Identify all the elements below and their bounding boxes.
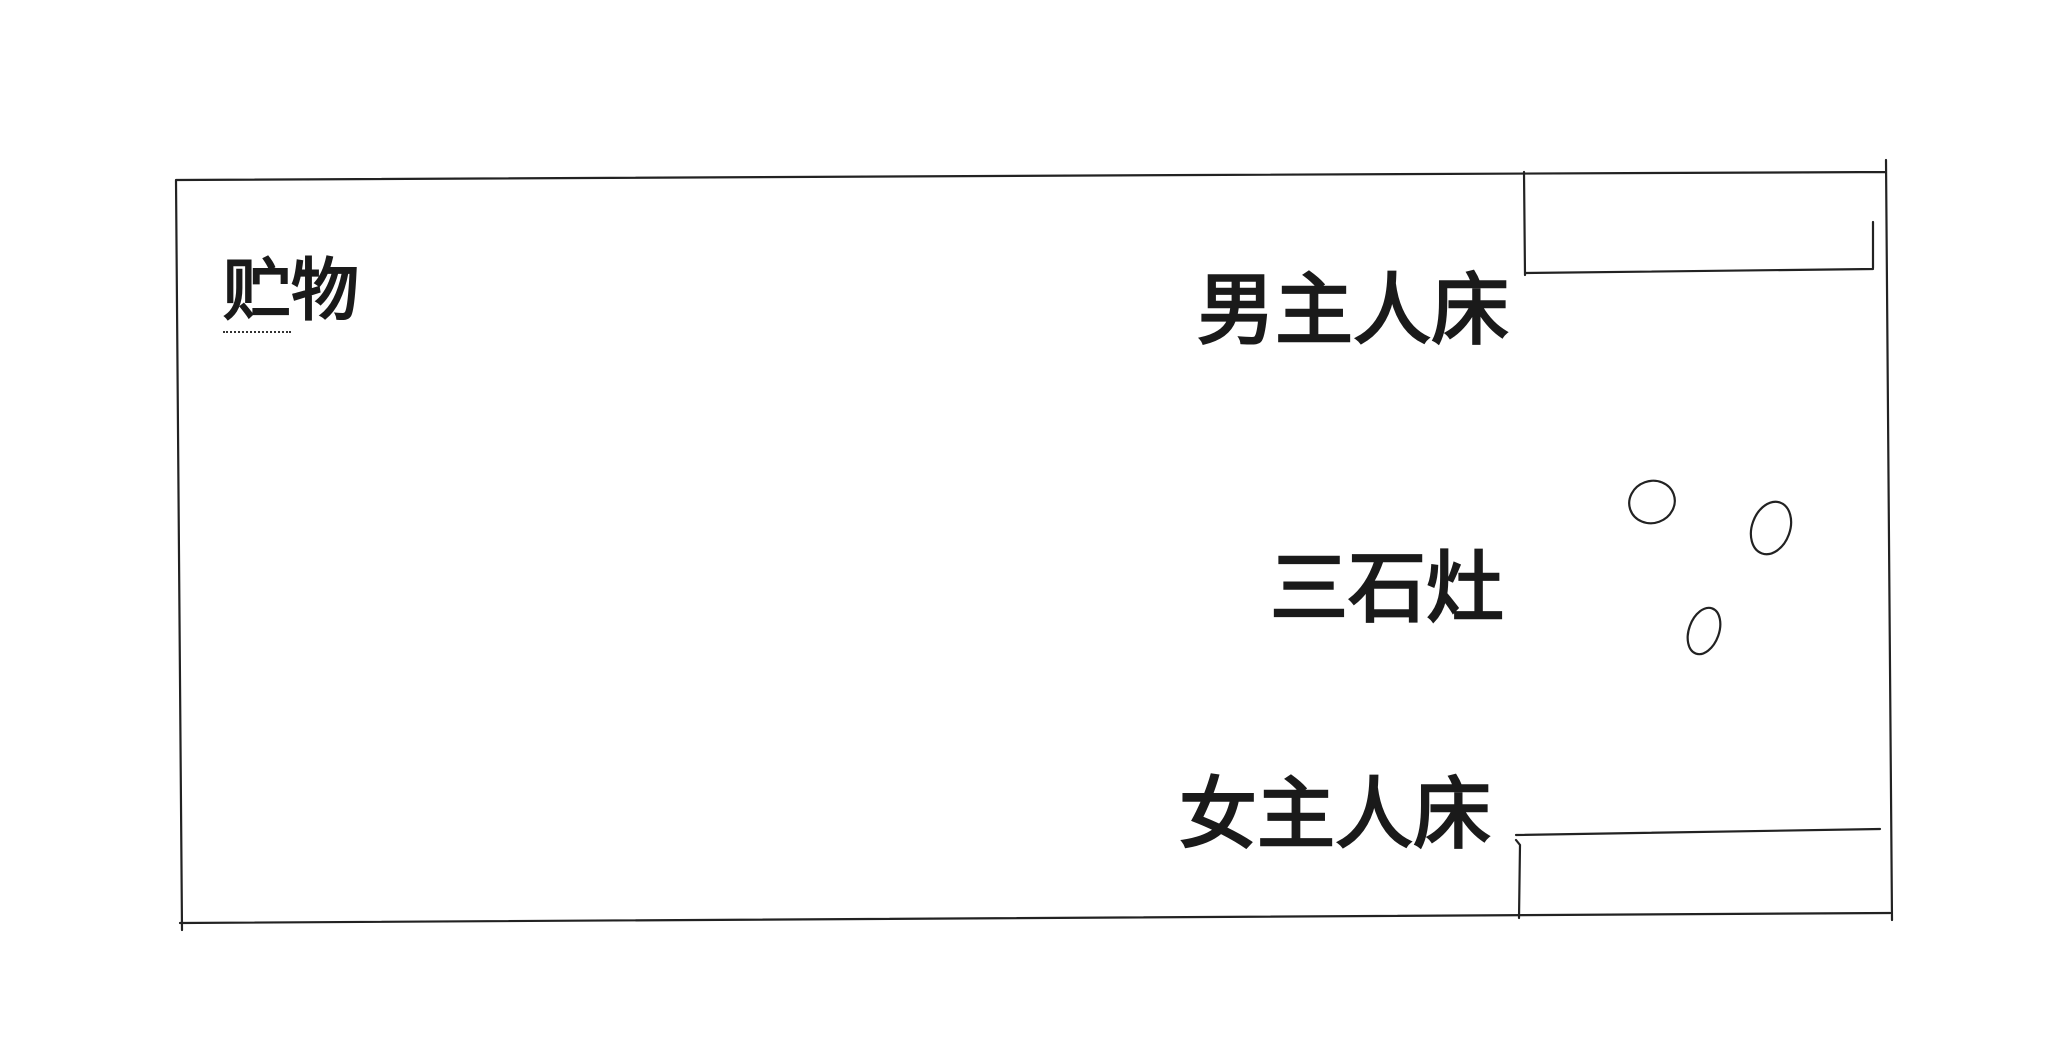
female-bed-label: 女主人床 [1179,770,1492,860]
male-bed-label: 男主人床 [1197,266,1510,356]
female-bed-outline [1514,827,1882,920]
storage-label-char-2: 物 [291,252,360,331]
storage-label: 贮物 [223,252,359,333]
stove-label: 三石灶 [1270,544,1505,634]
stone-1 [1628,479,1676,525]
storage-label-char-1: 贮 [223,252,292,333]
stone-3 [1686,606,1722,656]
house-outline [174,158,1894,932]
male-bed-outline [1522,170,1875,277]
stone-2 [1749,500,1793,556]
